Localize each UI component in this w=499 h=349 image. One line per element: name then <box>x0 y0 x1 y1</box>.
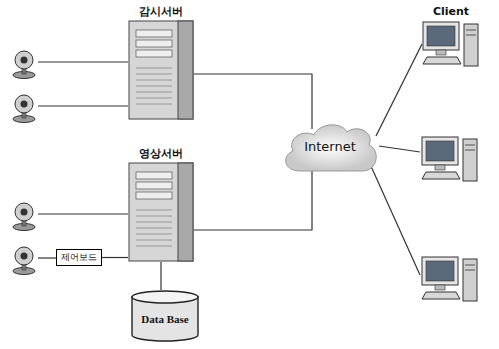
node-label: Data Base <box>141 304 188 328</box>
network-link <box>376 44 422 136</box>
shape-part <box>286 125 377 171</box>
drawing-part <box>422 172 460 179</box>
shape-part <box>178 163 193 261</box>
shape-part <box>136 30 172 37</box>
node-label: 감시서버 <box>128 4 194 20</box>
shape-part <box>427 26 455 46</box>
drawing-part <box>21 253 28 260</box>
drawing-part <box>15 51 33 69</box>
drawing-part <box>426 141 454 161</box>
shape-part <box>136 228 172 229</box>
node-label: Client <box>420 4 482 20</box>
server-tower: 영상서버 <box>128 146 194 262</box>
shape-part <box>423 22 478 66</box>
drawing-part <box>435 165 445 170</box>
computer-icon <box>422 257 477 301</box>
server-tower: 감시서버 <box>128 4 194 120</box>
drawing-part <box>426 261 454 281</box>
drawing-part <box>435 285 445 290</box>
network-link <box>160 262 161 290</box>
drawing-part <box>21 101 28 108</box>
drawing-part <box>38 257 56 258</box>
drawing-part <box>370 164 420 275</box>
drawing-part <box>21 57 28 64</box>
drawing-part <box>422 257 458 285</box>
drawing-part <box>38 61 128 62</box>
cloud-label: Internet <box>304 139 356 154</box>
camera-icon <box>13 51 35 79</box>
shape-part <box>136 246 172 247</box>
drawing-part <box>465 265 475 266</box>
drawing-part <box>379 146 420 152</box>
shape-part <box>136 104 172 105</box>
computer-shape <box>420 20 482 70</box>
shape-part <box>423 57 461 64</box>
drawing-part <box>463 139 477 181</box>
drawing-part <box>463 259 477 301</box>
shape-part <box>136 86 172 87</box>
shape-part <box>136 234 172 235</box>
drawing-part <box>465 150 475 151</box>
shape-part <box>129 163 193 261</box>
drawing-part <box>422 137 458 165</box>
camera-icon <box>13 203 35 231</box>
shape-part <box>136 182 172 189</box>
shape-part <box>136 216 172 217</box>
shape-part <box>466 30 476 31</box>
network-link <box>194 171 312 230</box>
drawing-part <box>422 292 460 299</box>
drawing-part <box>38 105 128 106</box>
shape-part <box>423 22 459 50</box>
shape-part <box>136 40 172 47</box>
camera-icon <box>13 247 35 275</box>
drawing-part <box>465 145 475 146</box>
shape-part <box>178 21 193 119</box>
client-computer: Client <box>420 4 482 70</box>
shape-part <box>136 98 172 99</box>
control-board: 제어보드 <box>56 249 102 266</box>
node-label: 영상서버 <box>128 146 194 162</box>
server-shape <box>128 162 194 262</box>
network-link <box>102 257 128 258</box>
shape-part <box>136 50 172 57</box>
shape-part <box>136 240 172 241</box>
drawing-part <box>15 95 33 113</box>
database-cylinder: Data Base <box>131 290 199 342</box>
drawing-part <box>15 203 33 221</box>
client-wires <box>370 146 420 275</box>
shape-part <box>136 74 172 75</box>
shape-part <box>132 291 198 303</box>
shape-part <box>136 172 172 179</box>
shape-part <box>436 50 446 55</box>
shape-part <box>136 222 172 223</box>
server-shape <box>128 20 194 120</box>
shape-part <box>136 210 172 211</box>
network-link <box>194 74 312 129</box>
drawing-part <box>38 213 128 214</box>
drawing-part <box>21 209 28 216</box>
shape-part <box>136 68 172 69</box>
camera-wires <box>38 62 128 258</box>
shape-part <box>464 24 478 66</box>
shape-part <box>466 35 476 36</box>
internet-cloud: Internet <box>280 118 380 174</box>
computer-icon <box>422 137 477 181</box>
drawing-part <box>15 247 33 265</box>
shape-part <box>136 92 172 93</box>
shape-part <box>129 21 193 119</box>
node-label: 제어보드 <box>61 252 97 263</box>
shape-part <box>136 80 172 81</box>
camera-icon <box>13 95 35 123</box>
shape-part <box>136 192 172 199</box>
drawing-part <box>465 270 475 271</box>
